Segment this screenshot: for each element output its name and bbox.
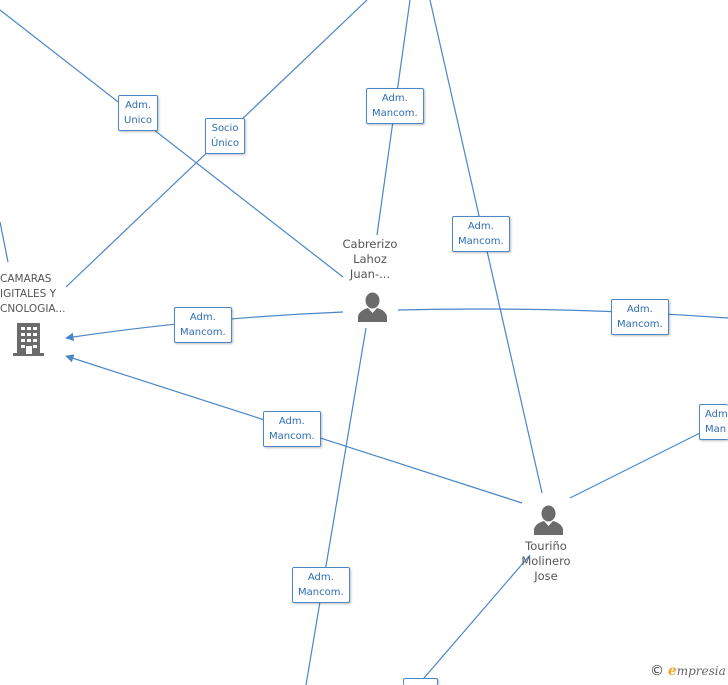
- edge-label-bottom-partial[interactable]: [403, 678, 438, 685]
- company-name-label[interactable]: CAMARAS IGITALES Y CNOLOGIA...: [0, 273, 66, 315]
- person-icon[interactable]: [534, 505, 563, 535]
- brand-logo-text: mpresia: [676, 664, 726, 678]
- edge-label-adm-far-right[interactable]: Adm Man: [699, 404, 728, 440]
- edge-tourino-bottom: [417, 554, 531, 685]
- person-name-tourino[interactable]: Touriño Molinero Jose: [521, 539, 571, 583]
- edge-adm-mancom-right: [397, 308, 728, 319]
- copyright-icon: ©: [650, 663, 664, 679]
- edge-label-adm-mancom-left[interactable]: Adm. Mancom.: [174, 307, 232, 343]
- edge-label-socio-unico[interactable]: Socio Único: [205, 118, 246, 154]
- building-icon[interactable]: [13, 323, 44, 356]
- edge-label-adm-mancom-bottom[interactable]: Adm. Mancom.: [292, 567, 350, 603]
- person-icon[interactable]: [358, 292, 387, 322]
- edge-label-adm-mancom-mid[interactable]: Adm. Mancom.: [452, 216, 510, 252]
- edge-adm-mancom-bottom: [305, 327, 367, 685]
- empresia-watermark: © empresia: [650, 663, 726, 679]
- person-name-cabrerizo[interactable]: Cabrerizo Lahoz Juan-...: [342, 237, 398, 281]
- brand-logo-initial: e: [667, 663, 677, 679]
- edge-label-adm-mancom-top[interactable]: Adm. Mancom.: [366, 88, 424, 124]
- edge-label-adm-mancom-right[interactable]: Adm. Mancom.: [611, 299, 669, 335]
- edge-company-left: [0, 221, 9, 263]
- edge-label-adm-unico[interactable]: Adm. Unico: [118, 95, 159, 131]
- edge-adm-unico: [0, 9, 344, 278]
- edge-label-adm-mancom-lower[interactable]: Adm. Mancom.: [263, 411, 321, 447]
- edge-adm-far-right: [569, 427, 711, 499]
